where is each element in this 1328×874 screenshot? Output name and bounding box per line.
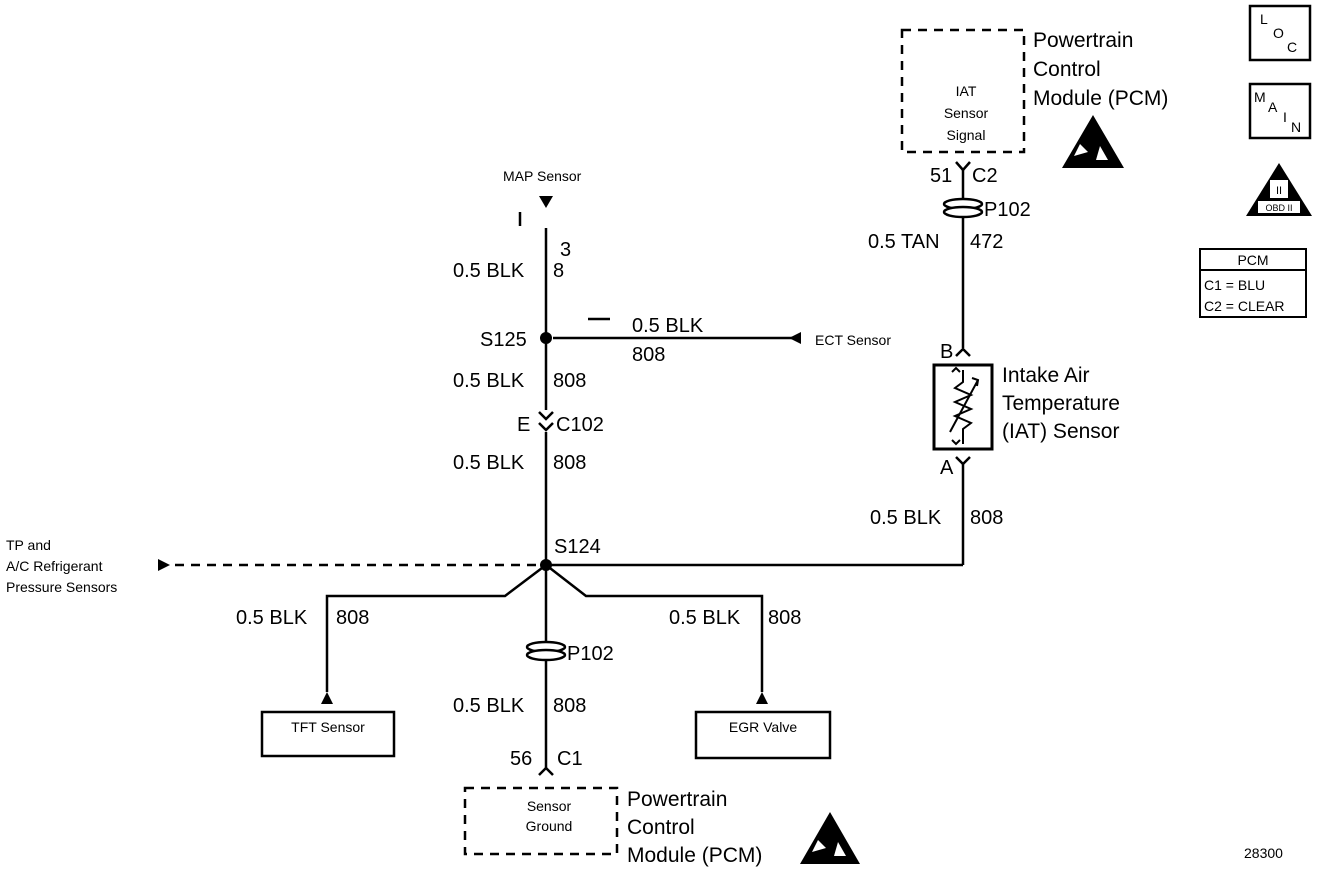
main-icon[interactable] — [1248, 82, 1312, 140]
wire-label-blk-egr: 0.5 BLK — [669, 607, 741, 629]
circuit-label-472: 472 — [970, 231, 1003, 253]
conn-c1-label: C1 — [557, 748, 583, 770]
c102-connector-top-icon — [538, 411, 554, 421]
map-sensor-arrow-icon — [539, 196, 553, 208]
thermistor-icon — [949, 366, 980, 446]
pcm-legend-row-c1: C1 = BLU — [1204, 277, 1265, 293]
figure-number: 28300 — [1244, 845, 1283, 861]
pcm-upper-title-line2: Control — [1033, 58, 1101, 81]
main-letter-i: I — [1283, 109, 1287, 125]
tft-arrow-icon — [321, 692, 333, 704]
p102-upper-ring2-icon — [942, 205, 984, 219]
s125-label: S125 — [480, 329, 527, 351]
sensor-ground-line1: Sensor — [527, 798, 572, 814]
ect-sensor-arrow-icon — [789, 332, 801, 344]
obd-roman-label: II — [1276, 185, 1282, 197]
iat-signal-line3: Signal — [947, 127, 986, 143]
tp-ac-label-line1: TP and — [6, 537, 51, 553]
iat-sensor-line1: Intake Air — [1002, 364, 1090, 387]
connector-c102-label: C102 — [556, 414, 604, 436]
c1-connector-icon — [538, 766, 554, 776]
ect-sensor-label: ECT Sensor — [815, 332, 891, 348]
pcm-lower-title-line3: Module (PCM) — [627, 844, 762, 867]
main-letter-a: A — [1268, 99, 1278, 115]
wire-label-blk-ect: 0.5 BLK — [632, 315, 704, 337]
wire-label-tan: 0.5 TAN — [868, 231, 940, 253]
circuit-label-808-2: 808 — [553, 370, 586, 392]
pcm-legend-row-c2: C2 = CLEAR — [1204, 298, 1285, 314]
pcm-lower-title-line2: Control — [627, 816, 695, 839]
c102-connector-bottom-icon — [538, 422, 554, 432]
pcm-lower-dashed-box — [463, 786, 619, 856]
egr-valve-label: EGR Valve — [729, 719, 797, 735]
circuit-label-partial: 8 — [553, 260, 570, 282]
connector-e-label: E — [517, 414, 530, 436]
loc-icon[interactable] — [1248, 4, 1312, 62]
wire-label-blk-3: 0.5 BLK — [453, 452, 525, 474]
s124-label: S124 — [554, 536, 601, 558]
circuit-label-pcm: 808 — [553, 695, 586, 717]
loc-letter-c: C — [1287, 39, 1297, 55]
pin-a-connector-icon — [955, 456, 971, 466]
circuit-label-egr: 808 — [768, 607, 801, 629]
esd-warning-icon-upper — [1062, 115, 1124, 168]
tft-sensor-label: TFT Sensor — [291, 719, 365, 735]
egr-valve-box — [694, 710, 832, 760]
pcm-upper-title-line1: Powertrain — [1033, 29, 1133, 52]
pcm-lower-title-line1: Powertrain — [627, 788, 727, 811]
p102-upper-label: P102 — [984, 199, 1031, 221]
iat-sensor-line3: (IAT) Sensor — [1002, 420, 1119, 443]
pin-51-label: 51 — [930, 165, 952, 187]
tp-ac-label-line3: Pressure Sensors — [6, 579, 117, 595]
wire-s124-to-tft — [325, 564, 547, 692]
egr-arrow-icon — [756, 692, 768, 704]
p102-lower-ring2-icon — [525, 648, 567, 662]
wire-label-blk-pcm: 0.5 BLK — [453, 695, 525, 717]
wire-label-blk-tft: 0.5 BLK — [236, 607, 308, 629]
pcm-upper-dashed-box — [900, 28, 1026, 154]
wire-label-blk-2: 0.5 BLK — [453, 370, 525, 392]
wire-s124-to-egr — [545, 564, 764, 692]
tft-sensor-box — [260, 710, 396, 758]
obd-ii-icon[interactable]: II OBD II — [1246, 163, 1312, 216]
pin-b-label: B — [940, 341, 953, 363]
wire-label-blk-iat: 0.5 BLK — [870, 507, 942, 529]
p102-lower-label: P102 — [567, 643, 614, 665]
pcm-upper-title-line3: Module (PCM) — [1033, 87, 1168, 110]
map-sensor-label: MAP Sensor — [503, 168, 582, 184]
conn-c2-label: C2 — [972, 165, 998, 187]
circuit-label-iat: 808 — [970, 507, 1003, 529]
pin-b-connector-icon — [955, 347, 971, 357]
main-letter-m: M — [1254, 89, 1266, 105]
pcm-legend-table — [1199, 248, 1307, 318]
tp-ac-arrow-icon — [158, 559, 170, 571]
circuit-label-ect: 808 — [632, 344, 665, 366]
c2-connector-icon — [955, 161, 971, 172]
iat-signal-line1: IAT — [956, 83, 977, 99]
iat-signal-line2: Sensor — [944, 105, 989, 121]
sensor-ground-line2: Ground — [526, 818, 573, 834]
circuit-label-fragment: 3 — [560, 239, 571, 261]
circuit-label-808-3: 808 — [553, 452, 586, 474]
loc-letter-o: O — [1273, 25, 1284, 41]
s125-splice-dot — [540, 332, 552, 344]
wire-label-blk-1: 0.5 BLK — [453, 260, 525, 282]
loc-letter-l: L — [1260, 11, 1268, 27]
esd-warning-icon-lower — [800, 812, 860, 864]
pcm-legend-title: PCM — [1237, 252, 1268, 268]
circuit-label-tft: 808 — [336, 607, 369, 629]
main-letter-n: N — [1291, 119, 1301, 135]
tp-ac-label-line2: A/C Refrigerant — [6, 558, 103, 574]
obd-label: OBD II — [1265, 203, 1292, 213]
pin-56-label: 56 — [510, 748, 532, 770]
iat-sensor-line2: Temperature — [1002, 392, 1120, 415]
pin-a-label: A — [940, 457, 954, 479]
